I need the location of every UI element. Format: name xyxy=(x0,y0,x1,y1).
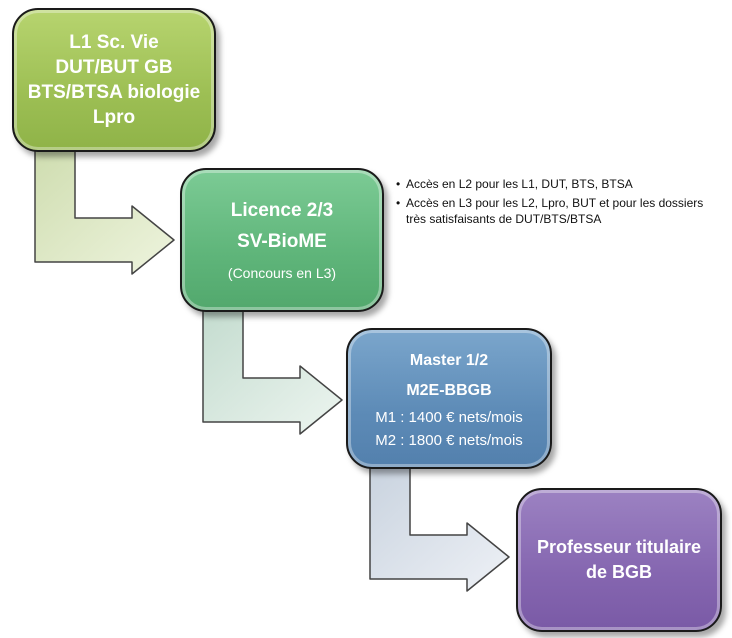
arrow-3 xyxy=(369,466,510,592)
step-l1-box: L1 Sc. Vie DUT/BUT GB BTS/BTSA biologie … xyxy=(12,8,216,152)
access-note: Accès en L2 pour les L1, DUT, BTS, BTSA xyxy=(396,176,706,192)
step-master-salary: M1 : 1400 € nets/mois xyxy=(375,408,523,426)
step-professeur-line: de BGB xyxy=(585,562,652,582)
step-l1-line: DUT/BUT GB xyxy=(55,57,173,78)
step-professeur-line: Professeur titulaire xyxy=(536,537,702,557)
step-licence-title: SV-BioME xyxy=(237,231,327,252)
step-master-title: Master 1/2 xyxy=(409,351,489,369)
access-notes: Accès en L2 pour les L1, DUT, BTS, BTSA … xyxy=(394,176,706,230)
step-l1-line: Lpro xyxy=(92,107,136,128)
arrow-2 xyxy=(202,309,343,435)
step-licence-box: Licence 2/3 SV-BioME (Concours en L3) xyxy=(180,168,384,312)
step-l1-line: L1 Sc. Vie xyxy=(69,32,159,53)
step-master-salary: M2 : 1800 € nets/mois xyxy=(375,431,523,449)
step-master-title: M2E-BBGB xyxy=(406,381,492,399)
access-note: Accès en L3 pour les L2, Lpro, BUT et po… xyxy=(396,195,706,227)
step-master-box: Master 1/2 M2E-BBGB M1 : 1400 € nets/moi… xyxy=(346,328,552,469)
step-licence-title: Licence 2/3 xyxy=(230,200,334,221)
step-licence-note: (Concours en L3) xyxy=(227,265,337,281)
step-professeur-box: Professeur titulaire de BGB xyxy=(516,488,722,632)
step-l1-line: BTS/BTSA biologie xyxy=(27,82,201,103)
arrow-1 xyxy=(34,149,175,275)
